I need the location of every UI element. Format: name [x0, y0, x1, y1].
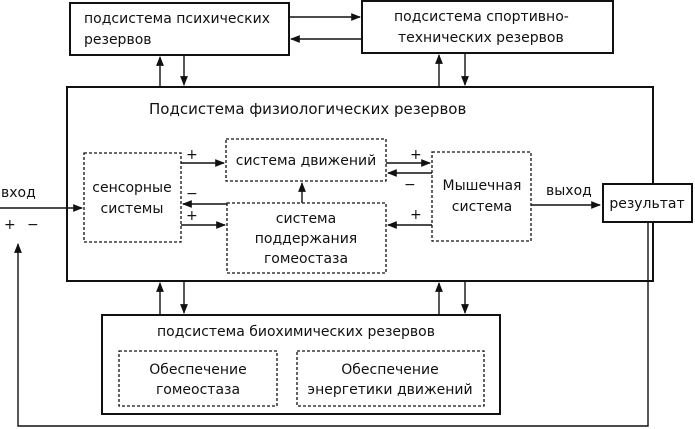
homeostasis-supply-box	[118, 350, 278, 407]
sign-minus-homeo-sensory: −	[186, 186, 198, 202]
homeo-supply-label-2: гомеостаза	[156, 382, 240, 398]
sensory-systems-box	[83, 152, 182, 243]
sign-plus-sensory-homeo: +	[186, 208, 198, 224]
sign-plus-sensory-movement: +	[186, 147, 198, 163]
psych-reserves-label-2: резервов	[84, 32, 152, 48]
sport-reserves-box	[361, 0, 614, 54]
sport-reserves-label-1: подсистема спортивно-	[394, 9, 569, 25]
muscle-label-1: Мышечная	[443, 178, 522, 194]
physio-reserves-title: Подсистема физиологических резервов	[149, 100, 466, 118]
energy-supply-label-2: энергетики движений	[307, 382, 472, 398]
result-box	[602, 183, 693, 223]
homeo-sys-label-2: поддержания	[255, 231, 357, 247]
movement-label: система движений	[236, 153, 376, 169]
energy-supply-label-1: Обеспечение	[341, 362, 438, 378]
homeo-supply-label-1: Обеспечение	[149, 362, 246, 378]
homeostasis-system-box	[226, 202, 387, 274]
psych-reserves-label-1: подсистема психических	[84, 11, 270, 27]
input-label: вход	[1, 185, 36, 201]
sign-plus-movement-muscle: +	[410, 147, 422, 163]
biochem-title: подсистема биохимических резервов	[157, 324, 435, 340]
muscle-label-2: система	[452, 199, 512, 215]
sensory-label-1: сенсорные	[92, 180, 171, 196]
feedback-loop-arrow	[14, 222, 649, 427]
sign-plus-input: +	[4, 217, 16, 233]
sign-minus-input: −	[27, 217, 39, 233]
output-label: выход	[546, 183, 592, 199]
sign-minus-muscle-movement: −	[404, 177, 416, 193]
sport-reserves-label-2: технических резервов	[398, 30, 564, 46]
sensory-label-2: системы	[101, 201, 164, 217]
psych-reserves-box	[69, 2, 290, 56]
muscle-system-box	[431, 151, 532, 242]
homeo-sys-label-3: гомеостаза	[264, 251, 348, 267]
energy-supply-box	[296, 350, 485, 407]
homeo-sys-label-1: система	[276, 211, 336, 227]
result-label: результат	[609, 196, 684, 212]
movement-system-box	[225, 138, 387, 182]
sign-plus-muscle-homeo: +	[410, 207, 422, 223]
